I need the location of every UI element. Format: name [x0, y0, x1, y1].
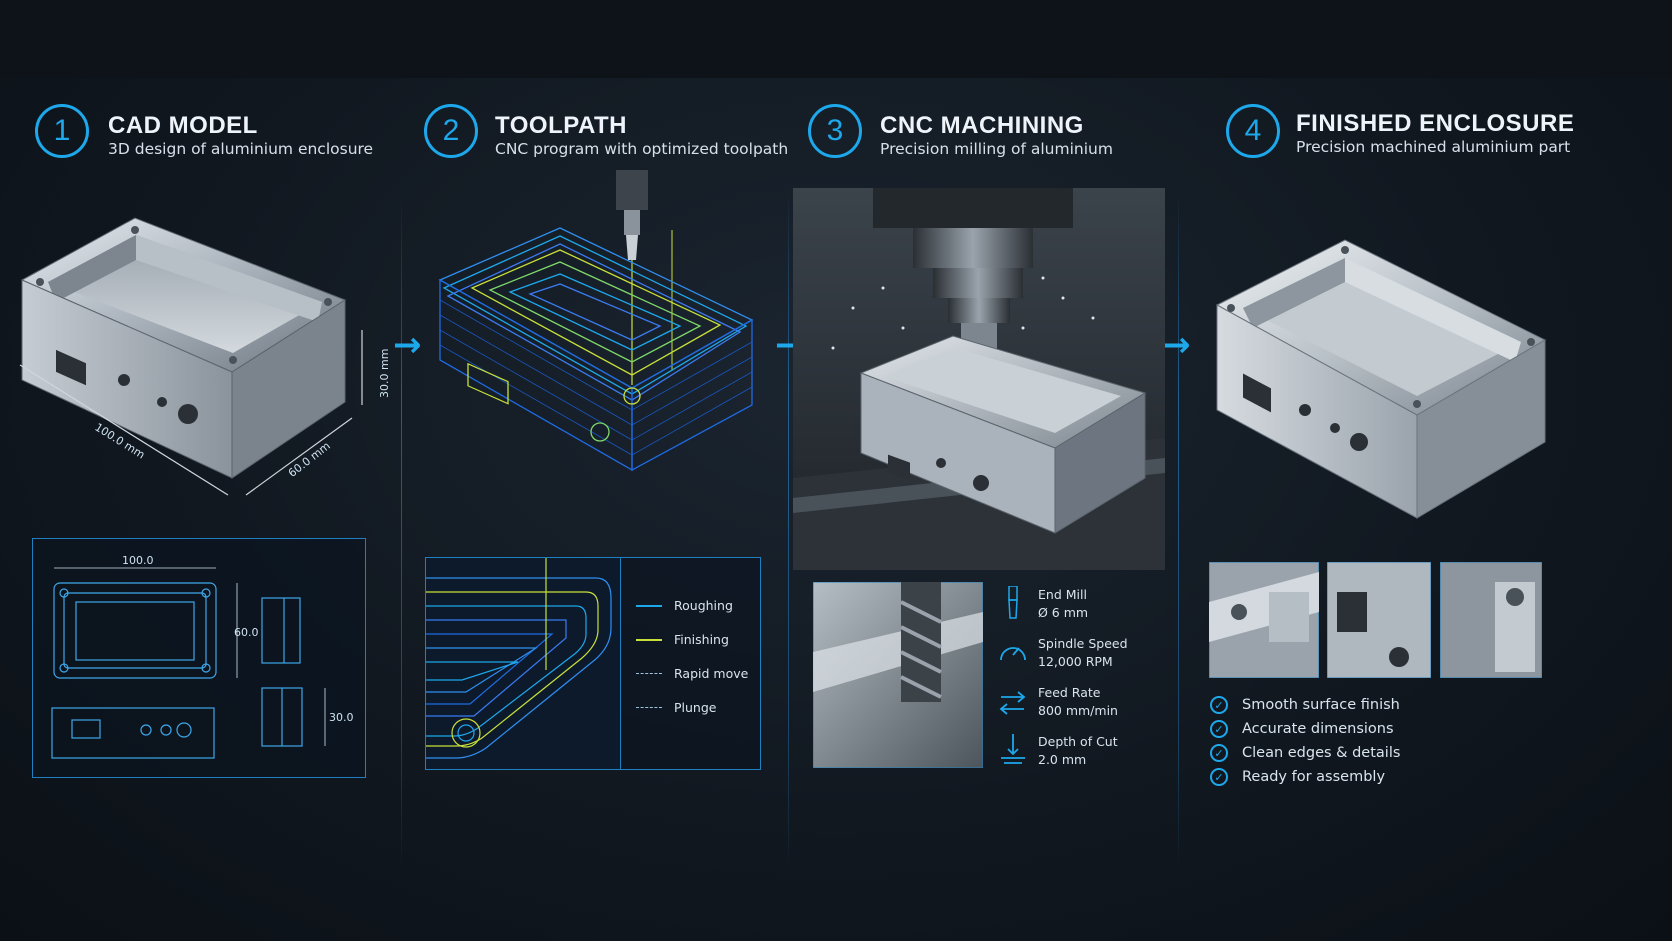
legend-swatch: [636, 638, 662, 641]
check-circle-icon: ✓: [1210, 768, 1228, 786]
legend-label: Plunge: [674, 700, 717, 715]
port-cutout: [56, 349, 86, 386]
check-circle-icon: ✓: [1210, 744, 1228, 762]
panel-divider: [1178, 190, 1179, 870]
cad-2d-drawing: 100.0 60.0 30.0: [51, 554, 354, 759]
drawing-width-label: 60.0: [234, 626, 259, 639]
legend-item-roughing: Roughing: [636, 598, 733, 613]
step-subtitle: 3D design of aluminium enclosure: [108, 140, 374, 158]
flow-arrow-icon: →: [1162, 325, 1191, 365]
feature-label: Accurate dimensions: [1242, 721, 1394, 737]
legend-swatch: [636, 673, 662, 674]
feature-label: Ready for assembly: [1242, 769, 1386, 785]
end-mill-icon: [1008, 586, 1018, 619]
step-number-badge: 1: [35, 104, 89, 158]
check-circle-icon: ✓: [1210, 696, 1228, 714]
cnc-machining-photo: [793, 188, 1165, 570]
end-mill-closeup-photo: [813, 582, 983, 768]
feature-item: ✓ Ready for assembly: [1210, 768, 1385, 786]
spec-feed-rate: Feed Rate 800 mm/min: [1038, 684, 1118, 720]
toolpath-closeup: [426, 558, 620, 769]
feature-label: Smooth surface finish: [1242, 697, 1400, 713]
drawing-height-label: 30.0: [329, 711, 354, 724]
step-title: CAD MODEL: [108, 112, 258, 139]
step-title: FINISHED ENCLOSURE: [1296, 110, 1575, 137]
detail-thumbnail-boss: [1440, 562, 1542, 678]
dim-width-label: 60.0 mm: [286, 439, 333, 480]
legend-item-plunge: Plunge: [636, 700, 716, 715]
step-subtitle: CNC program with optimized toolpath: [495, 140, 789, 158]
cad-enclosure-render: 100.0 mm 60.0 mm 30.0 mm: [19, 217, 391, 496]
feature-item: ✓ Smooth surface finish: [1210, 696, 1400, 714]
legend-label: Finishing: [674, 632, 729, 647]
detail-thumbnail-corner: [1209, 562, 1319, 678]
spec-name: Depth of Cut: [1038, 734, 1118, 749]
legend-label: Rapid move: [674, 666, 749, 681]
spec-name: Feed Rate: [1038, 685, 1101, 700]
legend-item-finishing: Finishing: [636, 632, 729, 647]
spec-depth-of-cut: Depth of Cut 2.0 mm: [1038, 733, 1118, 769]
step-title: TOOLPATH: [495, 112, 627, 139]
spec-value: 2.0 mm: [1038, 752, 1087, 767]
spindle-gauge-icon: [1000, 647, 1026, 661]
legend-swatch: [636, 604, 662, 607]
spec-spindle-speed: Spindle Speed 12,000 RPM: [1038, 635, 1128, 671]
panel-divider: [788, 190, 789, 870]
spec-name: End Mill: [1038, 587, 1087, 602]
flow-arrow-icon: →: [393, 325, 422, 365]
spec-end-mill: End Mill Ø 6 mm: [1038, 586, 1088, 622]
legend-item-rapid-move: Rapid move: [636, 666, 748, 681]
finished-enclosure-render: [1215, 239, 1547, 519]
step-title: CNC MACHINING: [880, 112, 1084, 139]
dim-height-label: 30.0 mm: [378, 349, 391, 398]
step-number-badge: 3: [808, 104, 862, 158]
feed-arrows-icon: [999, 691, 1026, 715]
toolpath-3d-render: [438, 170, 754, 472]
step-number-badge: 2: [424, 104, 478, 158]
spec-value: 800 mm/min: [1038, 703, 1118, 718]
step-number-badge: 4: [1226, 104, 1280, 158]
drawing-length-label: 100.0: [122, 554, 154, 567]
legend-separator: [620, 557, 621, 770]
check-circle-icon: ✓: [1210, 720, 1228, 738]
top-band: [0, 0, 1672, 78]
feature-item: ✓ Clean edges & details: [1210, 744, 1400, 762]
panel-divider: [401, 190, 402, 870]
legend-label: Roughing: [674, 598, 733, 613]
legend-swatch: [636, 707, 662, 708]
spec-name: Spindle Speed: [1038, 636, 1128, 651]
feature-label: Clean edges & details: [1242, 745, 1401, 761]
spec-value: 12,000 RPM: [1038, 654, 1113, 669]
spec-value: Ø 6 mm: [1038, 605, 1089, 620]
depth-icon: [1001, 734, 1025, 764]
step-subtitle: Precision machined aluminium part: [1296, 138, 1571, 156]
detail-thumbnail-port: [1327, 562, 1431, 678]
feature-item: ✓ Accurate dimensions: [1210, 720, 1394, 738]
step-subtitle: Precision milling of aluminium: [880, 140, 1113, 158]
